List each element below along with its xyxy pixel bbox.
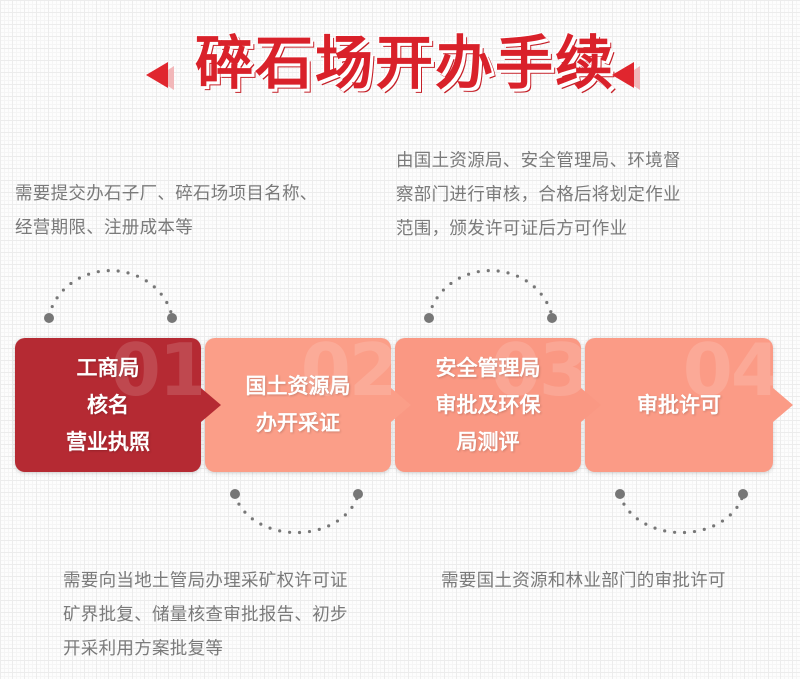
arrow-right-icon xyxy=(391,388,411,422)
step-3-box: 03 安全管理局 审批及环保 局测评 xyxy=(395,330,601,472)
note-step-2: 需要向当地土管局办理采矿权许可证 矿界批复、储量核查审批报告、初步 开采利用方案… xyxy=(63,564,403,666)
step-label-line: 安全管理局 xyxy=(435,355,541,380)
note-line: 范围，颁发许可证后方可作业 xyxy=(396,219,628,239)
step-number: 04 xyxy=(682,328,781,412)
step-label-line: 局测评 xyxy=(456,429,520,454)
step-number: 01 xyxy=(110,328,209,412)
note-line: 经营期限、注册成本等 xyxy=(15,218,193,238)
step-number: 03 xyxy=(490,328,589,412)
note-line: 矿界批复、储量核查审批报告、初步 xyxy=(63,605,348,625)
arrow-right-icon xyxy=(201,388,221,422)
step-label-line: 国土资源局 xyxy=(245,374,351,398)
note-line: 需要提交办石子厂、碎石场项目名称、 xyxy=(15,184,318,204)
step-label: 审批许可 xyxy=(637,387,721,424)
note-step-1: 需要提交办石子厂、碎石场项目名称、 经营期限、注册成本等 xyxy=(15,177,375,245)
step-label-line: 审批许可 xyxy=(637,392,721,417)
step-4-box: 04 审批许可 xyxy=(585,330,793,472)
step-label-line: 办开采证 xyxy=(256,411,340,435)
step-1-box: 01 工商局 核名 营业执照 xyxy=(15,330,221,472)
right-triangle-icon xyxy=(612,62,634,88)
note-step-3: 由国土资源局、安全管理局、环境督 察部门进行审核，合格后将划定作业 范围，颁发许… xyxy=(396,144,736,246)
step-label-line: 核名 xyxy=(87,392,129,417)
title-banner: 碎石场开办手续 xyxy=(0,22,800,102)
note-line: 需要国土资源和林业部门的审批许可 xyxy=(441,571,726,591)
step-label-line: 营业执照 xyxy=(66,429,150,454)
left-triangle-icon xyxy=(146,62,168,88)
dotted-arc-bottom-2-icon xyxy=(230,489,363,535)
step-label: 国土资源局 办开采证 xyxy=(246,368,351,442)
note-line: 开采利用方案批复等 xyxy=(63,639,224,659)
dotted-arc-bottom-4-icon xyxy=(615,489,748,535)
step-label: 安全管理局 审批及环保 局测评 xyxy=(436,350,541,461)
step-label-line: 工商局 xyxy=(76,355,140,380)
step-2-box: 02 国土资源局 办开采证 xyxy=(205,330,411,472)
note-line: 由国土资源局、安全管理局、环境督 xyxy=(396,151,681,171)
note-line: 察部门进行审核，合格后将划定作业 xyxy=(396,185,681,205)
step-label: 工商局 核名 营业执照 xyxy=(66,350,150,461)
arrow-right-icon xyxy=(773,388,793,422)
dotted-arc-top-3-icon xyxy=(424,268,557,323)
page-title: 碎石场开办手续 xyxy=(194,29,615,97)
dotted-arc-top-1-icon xyxy=(44,268,177,323)
note-step-4: 需要国土资源和林业部门的审批许可 xyxy=(441,564,781,598)
step-label-line: 审批及环保 xyxy=(435,392,541,417)
arrow-right-icon xyxy=(581,388,601,422)
step-number: 02 xyxy=(300,328,399,412)
note-line: 需要向当地土管局办理采矿权许可证 xyxy=(63,571,348,591)
